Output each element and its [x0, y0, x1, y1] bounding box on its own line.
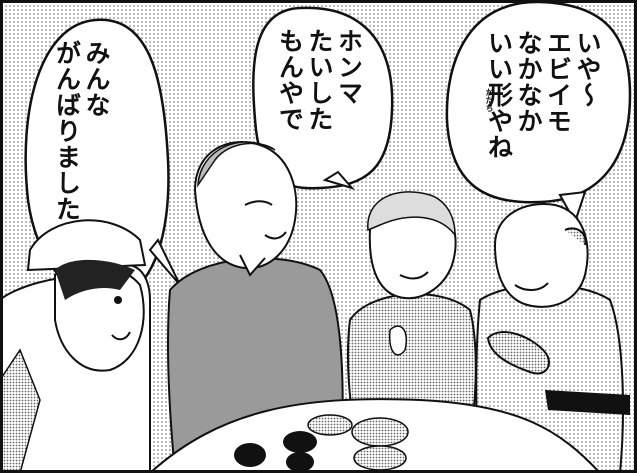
- speech-bubble-right: [445, 0, 632, 204]
- eggplant-1: [234, 443, 266, 467]
- speech-text-left: みんな がんばりました: [52, 40, 112, 222]
- table-with-vegetables: [148, 398, 602, 473]
- speech-bubble-center: [252, 6, 394, 190]
- speech-bubble-right-tail: [558, 190, 587, 225]
- speech-text-center: ホンマ たいした もんやで: [275, 28, 364, 132]
- speech-line: いい形やね: [484, 30, 514, 160]
- speech-line: ホンマ: [334, 28, 364, 106]
- speech-text-right: いや〜 エビイモ なかなか いい形やね: [484, 30, 603, 160]
- speech-bubble-center-tail: [322, 170, 356, 190]
- eggplant-3: [286, 452, 314, 472]
- speech-line: がんばりました: [52, 40, 82, 222]
- speech-line: もんやで: [275, 28, 305, 132]
- furigana-ruby: かたち: [485, 88, 494, 112]
- taro-1: [351, 417, 409, 447]
- speech-line: エビイモ: [543, 30, 573, 134]
- speech-line: たいした: [305, 28, 334, 132]
- speech-line: なかなか: [514, 30, 543, 134]
- taro-3: [307, 414, 353, 436]
- speech-line: みんな: [82, 40, 111, 118]
- taro-2: [353, 445, 407, 471]
- speech-bubble-left-tail: [148, 238, 181, 286]
- eggplant-2: [283, 431, 317, 453]
- young-staff-figure: [0, 219, 151, 473]
- speech-line: いや〜: [573, 30, 602, 108]
